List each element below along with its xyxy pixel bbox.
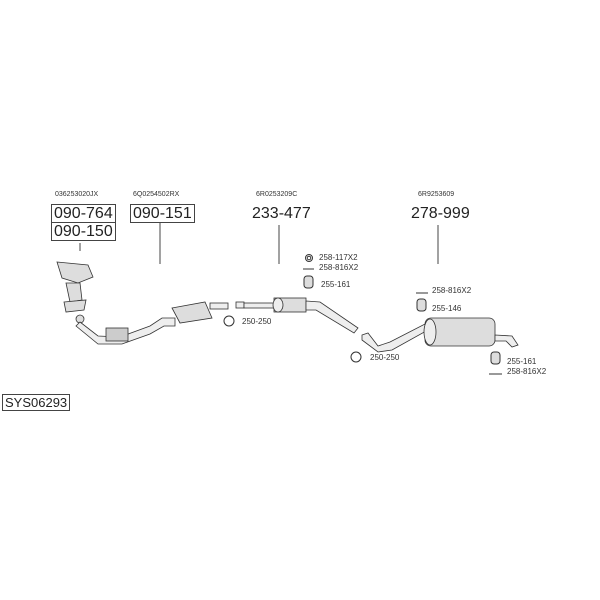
system-code: SYS06293 [2,394,71,411]
accessory-label[interactable]: 258-816X2 [507,367,547,376]
middle-silencer-part [235,297,359,334]
rear-silencer-part [361,317,519,353]
accessory-label[interactable]: 250-250 [242,317,272,326]
accessory-label[interactable]: 258-117X2 [319,253,358,262]
manifold-part [56,261,94,324]
part-number-box[interactable]: 090-150 [51,222,116,241]
accessory-label[interactable]: 255-161 [507,357,537,366]
oe-number: 036253020JX [55,191,99,198]
accessory-label[interactable]: 255-161 [321,280,351,289]
ring-icon [305,254,313,262]
part-number-box[interactable]: 090-151 [130,204,195,223]
part-number-box[interactable]: 090-764 [51,204,116,223]
oe-number: 6R9253609 [418,191,455,198]
clamp-icon [223,315,362,363]
bolt-icon [303,268,502,375]
oe-number: 6Q0254502RX [133,191,180,198]
front-pipe-part [75,301,229,345]
hanger-icon [303,275,501,365]
accessory-label[interactable]: 255-146 [432,304,462,313]
accessory-label[interactable]: 258-816X2 [319,263,359,272]
oe-number: 6R0253209C [256,191,298,198]
accessory-label[interactable]: 258-816X2 [432,286,472,295]
part-number[interactable]: 278-999 [411,205,470,222]
part-number[interactable]: 233-477 [252,205,311,222]
accessory-label[interactable]: 250-250 [370,353,400,362]
